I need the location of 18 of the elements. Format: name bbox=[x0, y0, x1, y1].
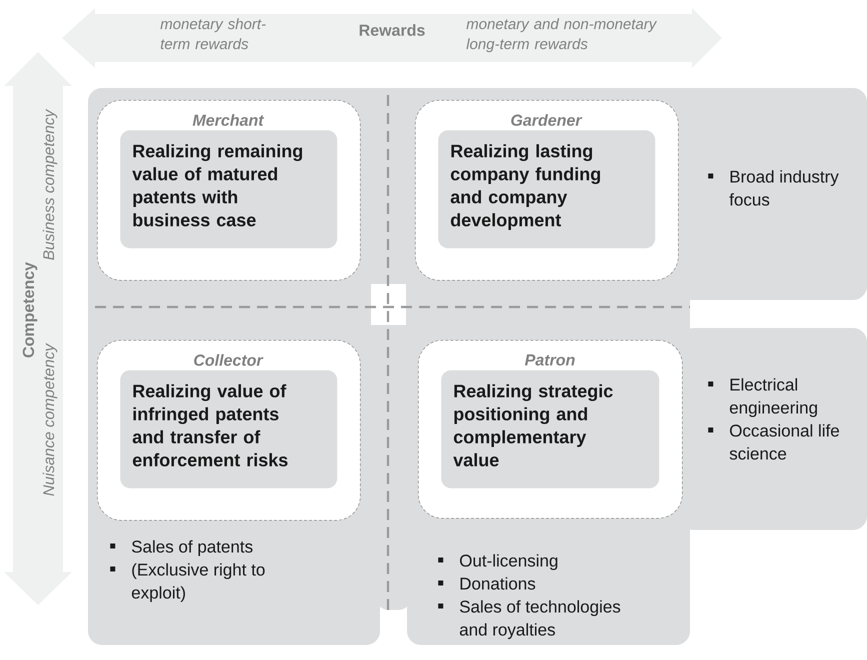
bullet-item: Sales of patents bbox=[110, 540, 252, 556]
strategy-box: Realizing value of infringed patents and transfer of enforcement risks bbox=[120, 370, 338, 488]
axis-label: monetary short-term rewards bbox=[160, 18, 266, 50]
axis-label: Nuisance competency bbox=[42, 343, 58, 496]
axis-label: monetary and non-monetary long-term rewards bbox=[466, 18, 658, 52]
axis-title: Competency bbox=[22, 262, 38, 358]
bullet-item: Donations bbox=[438, 577, 536, 590]
bullet-item: Occasional life science bbox=[708, 424, 839, 460]
axis-title: Rewards bbox=[360, 24, 425, 36]
strategy-box: Realizing remaining value of matured patents with business case bbox=[120, 130, 338, 248]
bullet-item: (Exclusive right to exploit) bbox=[110, 563, 265, 602]
axis-label: Business competency bbox=[42, 108, 58, 260]
bullet-item: Sales of technologies and royalties bbox=[438, 600, 620, 640]
strategy-box: Realizing lasting company funding and company development bbox=[438, 130, 656, 248]
strategy-box: Realizing strategic positioning and complementary value bbox=[441, 370, 660, 488]
bullet-item: Electrical engineering bbox=[708, 378, 817, 418]
bullet-item: Broad industry focus bbox=[708, 170, 839, 206]
bullet-item: Out-licensing bbox=[438, 554, 558, 570]
